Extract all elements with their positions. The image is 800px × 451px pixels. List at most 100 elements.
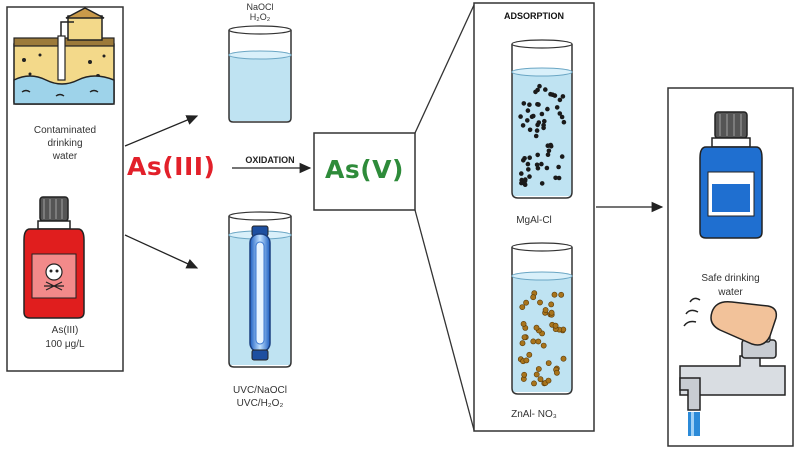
bottle-label-line2: 100 μg/L: [45, 339, 85, 350]
adsorbent-particle: [520, 320, 527, 327]
adsorbent-particle: [536, 102, 541, 107]
adsorbent-particle: [535, 152, 540, 158]
adsorbent-particle: [541, 125, 546, 131]
adsorbent-particle: [548, 301, 555, 308]
adsorbent-particle: [526, 351, 533, 358]
adsorbent-particle: [539, 181, 545, 186]
adsorbent-particle: [519, 304, 526, 310]
adsorbent-particle: [519, 340, 526, 347]
adsorbent-particle: [548, 142, 553, 148]
adsorbent-particle: [558, 291, 565, 298]
oxidant-top-label-line2: H₂O₂: [249, 12, 271, 22]
adsorbent-particle: [533, 371, 540, 378]
adsorbent-particle: [536, 120, 542, 125]
arrow-to-oxidant-top: [124, 115, 199, 147]
adsorbent-particle: [560, 355, 567, 362]
adsorbent-particle: [557, 111, 563, 116]
adsorbent-particle: [545, 377, 552, 384]
result-label-line2: water: [718, 287, 743, 298]
as5-label: As(V): [325, 155, 404, 184]
adsorbent-particle: [543, 87, 548, 92]
as5-box: [313, 132, 416, 211]
oxidation-label: OXIDATION: [245, 155, 295, 165]
adsorbent-particle: [518, 114, 523, 119]
adsorbent-particle: [521, 334, 528, 341]
adsorbent-particle: [527, 127, 533, 133]
adsorbent-particle: [554, 105, 560, 110]
adsorbent-particle: [535, 366, 542, 372]
oxidant-top-label-line1: NaOCl: [246, 2, 274, 12]
adsorbent-particle: [537, 376, 544, 383]
bottle-label-line1: As(III): [51, 325, 79, 336]
adsorbent-particle: [522, 182, 528, 187]
adsorbent-particle: [521, 158, 526, 163]
adsorbent-particle: [542, 307, 549, 313]
adsorbent-particle: [527, 174, 532, 179]
adsorbent-particle: [559, 154, 565, 159]
adsorbent-particle: [527, 155, 532, 160]
contaminated-label-line3: water: [52, 151, 78, 162]
adsorbent-particle: [557, 97, 563, 103]
adsorbent-particle: [548, 309, 555, 316]
adsorbent-particle: [550, 92, 555, 97]
adsorption-title: ADSORPTION: [503, 11, 564, 21]
contaminated-water-icon: [13, 7, 115, 105]
adsorbent-2-label: ZnAl- NO₃: [511, 409, 557, 420]
as3-bottle-icon: [23, 196, 85, 319]
adsorbent-particle: [521, 371, 528, 378]
adsorbent-particle: [537, 299, 543, 306]
adsorbent-particle: [545, 152, 551, 157]
adsorbent-particle: [519, 180, 524, 186]
as3-label: As(III): [127, 152, 216, 181]
adsorbent-particle: [531, 380, 537, 387]
adsorbent-1-label: MgAl-Cl: [516, 215, 552, 226]
zoom-line-bottom: [414, 209, 475, 431]
contaminated-label-line1: Contaminated: [33, 125, 97, 136]
arrow-to-oxidant-bottom: [124, 234, 199, 269]
adsorbent-particle: [560, 94, 566, 99]
adsorbent-particle: [552, 322, 559, 329]
adsorbent-tube-znal: [511, 242, 573, 395]
adsorbent-particle: [525, 161, 531, 167]
adsorbent-particle: [526, 167, 531, 172]
result-label-line1: Safe drinking: [701, 273, 760, 284]
adsorbent-particle: [519, 171, 524, 176]
oxidant-beaker-top: [228, 25, 292, 123]
adsorbent-particle: [556, 175, 562, 181]
adsorbent-particle: [530, 338, 537, 345]
adsorbent-particle: [535, 165, 541, 171]
zoom-line-top: [414, 4, 475, 134]
safe-water-bottle-icon: [699, 111, 763, 239]
adsorbent-particle: [542, 118, 547, 124]
adsorbent-particle: [535, 338, 542, 345]
adsorbent-particle: [539, 111, 545, 117]
adsorbent-particle: [525, 108, 531, 113]
adsorbent-particle: [540, 342, 547, 349]
adsorbent-particle: [554, 369, 560, 376]
adsorbent-particle: [521, 101, 527, 106]
adsorbent-particle: [525, 118, 530, 123]
adsorbent-particle: [529, 114, 535, 119]
adsorbent-particle: [534, 128, 540, 133]
adsorbent-particle: [546, 148, 552, 154]
oxidant-bottom-label-line1: UVC/NaOCl: [233, 385, 287, 396]
adsorbent-particle: [551, 291, 558, 298]
adsorbent-particle: [533, 89, 538, 95]
adsorbent-particle: [556, 164, 561, 170]
adsorbent-particle: [559, 114, 565, 120]
adsorbent-particle: [553, 175, 558, 181]
adsorbent-particle: [533, 133, 539, 139]
adsorbent-particle: [530, 294, 537, 301]
oxidant-bottom-label-line2: UVC/H₂O₂: [236, 398, 284, 409]
faucet-icon: [679, 297, 786, 436]
adsorbent-particle: [522, 178, 528, 184]
adsorbent-particle: [561, 119, 567, 125]
contaminated-label-line2: drinking: [47, 138, 83, 149]
adsorbent-tube-mgal: [511, 39, 573, 199]
adsorbent-particle: [545, 106, 550, 112]
adsorbent-particle: [533, 324, 540, 331]
adsorbent-particle: [523, 357, 530, 364]
uv-reactor-beaker: [228, 211, 292, 368]
adsorbent-particle: [537, 83, 542, 89]
adsorbent-particle: [523, 299, 529, 306]
